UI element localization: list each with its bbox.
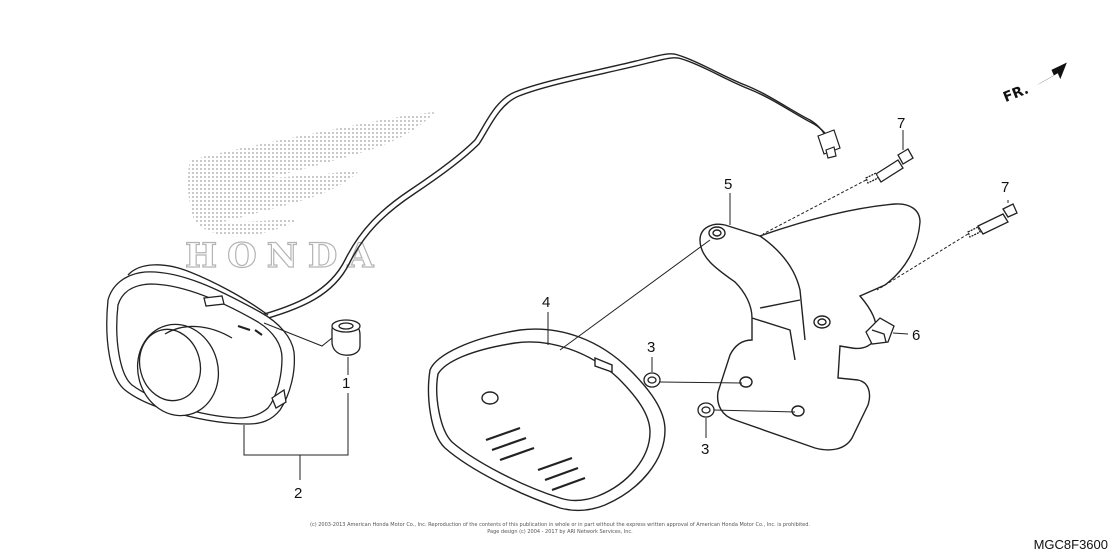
bracket-hole-lower-b <box>791 405 805 417</box>
callout-4: 4 <box>542 294 550 311</box>
tail-light-assembly <box>106 264 296 425</box>
callout-7-upper: 7 <box>897 115 905 132</box>
callout-5: 5 <box>724 176 732 193</box>
collar-part <box>331 319 361 356</box>
callout-2: 2 <box>294 485 302 502</box>
lens-housing <box>427 328 666 512</box>
copyright-line-1: (c) 2003-2013 American Honda Motor Co., … <box>310 522 810 528</box>
front-direction-indicator: FR. <box>1001 62 1067 106</box>
bolt-lower <box>967 203 1018 238</box>
copyright-line-2: Page design (c) 2004 - 2017 by ARI Netwo… <box>487 529 633 535</box>
leader-lines <box>243 130 1009 480</box>
collar-upper <box>643 372 661 388</box>
wire-harness <box>249 53 835 323</box>
lens-bulb <box>136 323 220 417</box>
callout-labels: 1 2 3 3 4 5 6 7 7 <box>294 115 1009 502</box>
fr-label: FR. <box>1001 81 1031 106</box>
wire-connector <box>817 129 841 159</box>
callout-1: 1 <box>342 375 350 392</box>
callout-3-lower: 3 <box>701 441 709 458</box>
callout-3-upper: 3 <box>647 339 655 356</box>
callout-7-lower: 7 <box>1001 179 1009 196</box>
mount-hole <box>481 391 499 405</box>
callout-6: 6 <box>912 327 920 344</box>
bolt-upper <box>865 148 914 184</box>
mounting-bracket <box>699 203 921 451</box>
nut-clip <box>865 317 895 345</box>
bracket-hole-lower-a <box>739 376 753 388</box>
honda-wing-logo: HONDA <box>184 112 435 277</box>
collar-lower <box>697 402 715 418</box>
honda-watermark-text: HONDA <box>185 236 384 276</box>
front-arrow-icon <box>1036 62 1067 86</box>
drawing-code: MGC8F3600 <box>1033 537 1108 552</box>
